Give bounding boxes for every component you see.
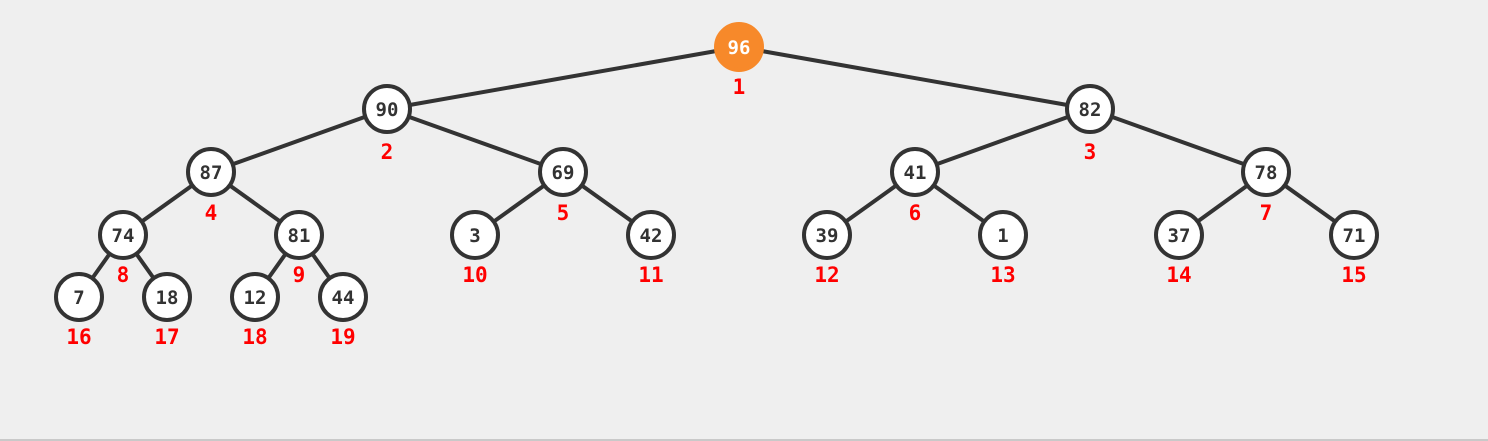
node-index-label-14: 14 — [1166, 263, 1191, 287]
heap-node-12: 39 — [802, 210, 852, 260]
edge-1-3 — [737, 45, 1092, 111]
heap-node-5: 69 — [538, 147, 588, 197]
heap-node-15: 71 — [1329, 210, 1379, 260]
node-circle — [54, 272, 104, 322]
node-index-label-8: 8 — [117, 263, 130, 287]
node-circle — [626, 210, 676, 260]
node-circle — [1329, 210, 1379, 260]
node-value: 41 — [904, 162, 927, 184]
heap-node-13: 1 — [978, 210, 1028, 260]
node-index-label-2: 2 — [381, 140, 394, 164]
node-index-label-9: 9 — [293, 263, 306, 287]
node-value: 71 — [1343, 225, 1366, 247]
node-value: 37 — [1168, 225, 1191, 247]
heap-node-18: 12 — [230, 272, 280, 322]
node-index-label-15: 15 — [1341, 263, 1366, 287]
heap-node-6: 41 — [890, 147, 940, 197]
node-value: 81 — [288, 225, 311, 247]
node-index-label-12: 12 — [814, 263, 839, 287]
node-index-label-5: 5 — [557, 201, 570, 225]
node-value: 82 — [1079, 99, 1102, 121]
node-circle — [538, 147, 588, 197]
node-value: 44 — [332, 287, 355, 309]
node-value: 1 — [997, 225, 1008, 247]
node-value: 7 — [73, 287, 84, 309]
heap-node-14: 37 — [1154, 210, 1204, 260]
edge-3-7 — [1088, 107, 1268, 174]
node-value: 87 — [200, 162, 223, 184]
node-value: 74 — [112, 225, 135, 247]
node-index-label-1: 1 — [733, 75, 746, 99]
node-value: 78 — [1255, 162, 1278, 184]
node-index-label-18: 18 — [242, 325, 267, 349]
heap-node-11: 42 — [626, 210, 676, 260]
node-index-label-19: 19 — [330, 325, 355, 349]
node-circle — [802, 210, 852, 260]
node-circle — [98, 210, 148, 260]
heap-node-17: 18 — [142, 272, 192, 322]
edge-2-4 — [209, 107, 389, 174]
heap-node-10: 3 — [450, 210, 500, 260]
node-circle — [1241, 147, 1291, 197]
tree-edges — [77, 45, 1356, 299]
node-circle — [714, 22, 764, 72]
node-index-label-13: 13 — [990, 263, 1015, 287]
heap-node-7: 78 — [1241, 147, 1291, 197]
node-index-label-11: 11 — [638, 263, 663, 287]
node-circle — [1154, 210, 1204, 260]
heap-node-9: 81 — [274, 210, 324, 260]
heap-node-2: 90 — [362, 84, 412, 134]
node-index-label-16: 16 — [66, 325, 91, 349]
node-circle — [450, 210, 500, 260]
node-value: 69 — [552, 162, 575, 184]
heap-node-4: 87 — [186, 147, 236, 197]
node-index-label-3: 3 — [1084, 140, 1097, 164]
heap-node-1: 96 — [714, 22, 764, 72]
heap-node-8: 74 — [98, 210, 148, 260]
node-circle — [362, 84, 412, 134]
bottom-divider — [0, 439, 1488, 441]
node-value: 18 — [156, 287, 179, 309]
node-value: 96 — [728, 37, 751, 59]
node-index-label-10: 10 — [462, 263, 487, 287]
heap-node-19: 44 — [318, 272, 368, 322]
node-value: 3 — [469, 225, 480, 247]
node-circle — [142, 272, 192, 322]
node-index-label-7: 7 — [1260, 201, 1273, 225]
node-circle — [978, 210, 1028, 260]
node-circle — [318, 272, 368, 322]
node-index-label-6: 6 — [909, 201, 922, 225]
heap-node-16: 7 — [54, 272, 104, 322]
node-value: 90 — [376, 99, 399, 121]
node-circle — [230, 272, 280, 322]
node-circle — [890, 147, 940, 197]
heap-node-3: 82 — [1065, 84, 1115, 134]
node-circle — [1065, 84, 1115, 134]
node-circle — [186, 147, 236, 197]
node-value: 12 — [244, 287, 267, 309]
node-index-label-17: 17 — [154, 325, 179, 349]
edge-1-2 — [385, 45, 741, 111]
node-circle — [274, 210, 324, 260]
edge-2-5 — [385, 107, 565, 174]
node-value: 42 — [640, 225, 663, 247]
node-index-label-4: 4 — [205, 201, 218, 225]
node-value: 39 — [816, 225, 839, 247]
edge-3-6 — [913, 107, 1092, 174]
